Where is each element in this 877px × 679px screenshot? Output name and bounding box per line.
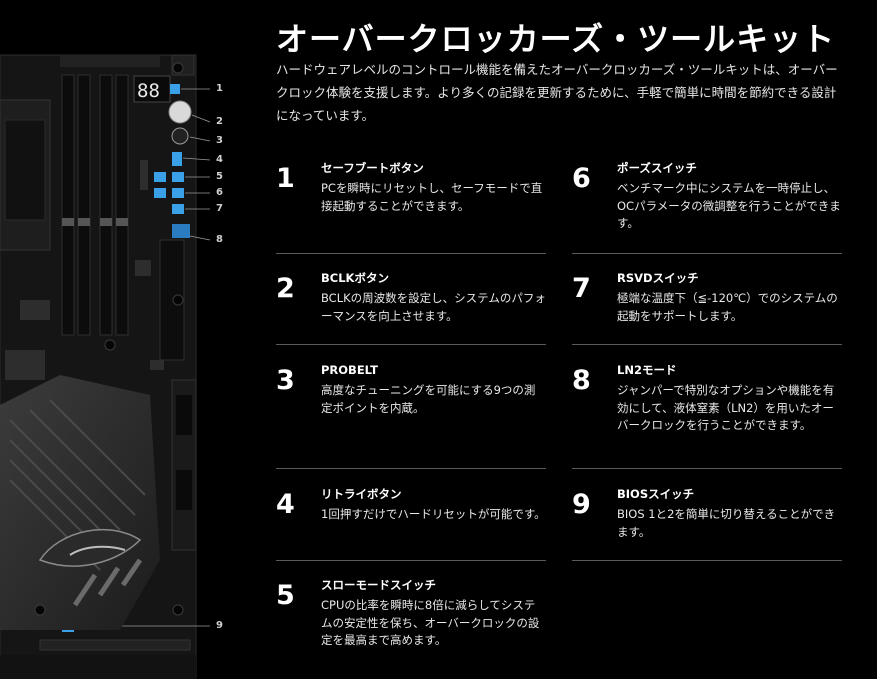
callout-9: 9 bbox=[216, 620, 223, 631]
divider bbox=[572, 560, 842, 561]
feature-number: 1 bbox=[276, 163, 295, 194]
callout-7: 7 bbox=[216, 203, 223, 214]
page-title: オーバークロッカーズ・ツールキット bbox=[276, 20, 836, 58]
feature-title: BIOSスイッチ bbox=[617, 487, 695, 501]
feature-safe-boot: 1 セーフブートボタン PCを瞬時にリセットし、セーフモードで直接起動することが… bbox=[276, 160, 546, 254]
feature-title: BCLKボタン bbox=[321, 271, 389, 285]
feature-slow-mode: 5 スローモードスイッチ CPUの比率を瞬時に8倍に減らしてシステムの安定性を保… bbox=[276, 577, 546, 671]
feature-bclk: 2 BCLKボタン BCLKの周波数を設定し、システムのパフォーマンスを向上させ… bbox=[276, 270, 546, 364]
feature-number: 5 bbox=[276, 580, 295, 611]
feature-number: 2 bbox=[276, 273, 295, 304]
divider bbox=[276, 560, 546, 561]
feature-title: リトライボタン bbox=[321, 487, 402, 501]
divider bbox=[276, 253, 546, 254]
feature-description: BCLKの周波数を設定し、システムのパフォーマンスを向上させます。 bbox=[321, 291, 546, 323]
feature-description: ジャンパーで特別なオプションや機能を有効にして、液体窒素（LN2）を用いたオーバ… bbox=[617, 383, 835, 432]
callout-3: 3 bbox=[216, 135, 223, 146]
feature-title: LN2モード bbox=[617, 363, 677, 377]
feature-description: 1回押すだけでハードリセットが可能です。 bbox=[321, 507, 546, 521]
callout-4: 4 bbox=[216, 154, 223, 165]
feature-title: ポーズスイッチ bbox=[617, 161, 697, 175]
callout-2: 2 bbox=[216, 116, 223, 127]
callout-6: 6 bbox=[216, 187, 223, 198]
divider bbox=[572, 253, 842, 254]
feature-bios-switch: 9 BIOSスイッチ BIOS 1と2を簡単に切り替えることができます。 bbox=[572, 486, 842, 580]
divider bbox=[276, 344, 546, 345]
feature-number: 3 bbox=[276, 365, 295, 396]
feature-ln2-mode: 8 LN2モード ジャンパーで特別なオプションや機能を有効にして、液体窒素（LN… bbox=[572, 362, 842, 462]
feature-number: 7 bbox=[572, 273, 591, 304]
feature-number: 6 bbox=[572, 163, 591, 194]
feature-title: PROBELT bbox=[321, 363, 378, 377]
feature-description: PCを瞬時にリセットし、セーフモードで直接起動することができます。 bbox=[321, 181, 543, 213]
feature-description: ベンチマーク中にシステムを一時停止し、OCパラメータの微調整を行うことができます… bbox=[617, 181, 841, 230]
feature-description: 極端な温度下（≦-120℃）でのシステムの起動をサポートします。 bbox=[617, 291, 838, 323]
motherboard-illustration: 88 bbox=[0, 54, 211, 679]
callout-1: 1 bbox=[216, 83, 223, 94]
feature-number: 8 bbox=[572, 365, 591, 396]
divider bbox=[572, 468, 842, 469]
feature-title: スローモードスイッチ bbox=[321, 578, 436, 592]
feature-rsvd: 7 RSVDスイッチ 極端な温度下（≦-120℃）でのシステムの起動をサポートし… bbox=[572, 270, 842, 364]
debug-led-display: 88 bbox=[137, 80, 160, 102]
feature-description: CPUの比率を瞬時に8倍に減らしてシステムの安定性を保ち、オーバークロックの設定… bbox=[321, 598, 540, 647]
divider bbox=[572, 344, 842, 345]
callout-5: 5 bbox=[216, 171, 223, 182]
feature-pause: 6 ポーズスイッチ ベンチマーク中にシステムを一時停止し、OCパラメータの微調整… bbox=[572, 160, 842, 254]
divider bbox=[276, 468, 546, 469]
feature-description: 高度なチューニングを可能にする9つの測定ポイントを内蔵。 bbox=[321, 383, 536, 415]
feature-number: 4 bbox=[276, 489, 295, 520]
feature-description: BIOS 1と2を簡単に切り替えることができます。 bbox=[617, 507, 836, 539]
feature-retry: 4 リトライボタン 1回押すだけでハードリセットが可能です。 bbox=[276, 486, 546, 580]
intro-text: ハードウェアレベルのコントロール機能を備えたオーバークロッカーズ・ツールキットは… bbox=[276, 62, 838, 123]
callout-8: 8 bbox=[216, 234, 223, 245]
feature-number: 9 bbox=[572, 489, 591, 520]
feature-probelt: 3 PROBELT 高度なチューニングを可能にする9つの測定ポイントを内蔵。 bbox=[276, 362, 546, 456]
feature-title: RSVDスイッチ bbox=[617, 271, 699, 285]
feature-title: セーフブートボタン bbox=[321, 161, 424, 175]
motherboard-image: 88 bbox=[0, 0, 235, 679]
